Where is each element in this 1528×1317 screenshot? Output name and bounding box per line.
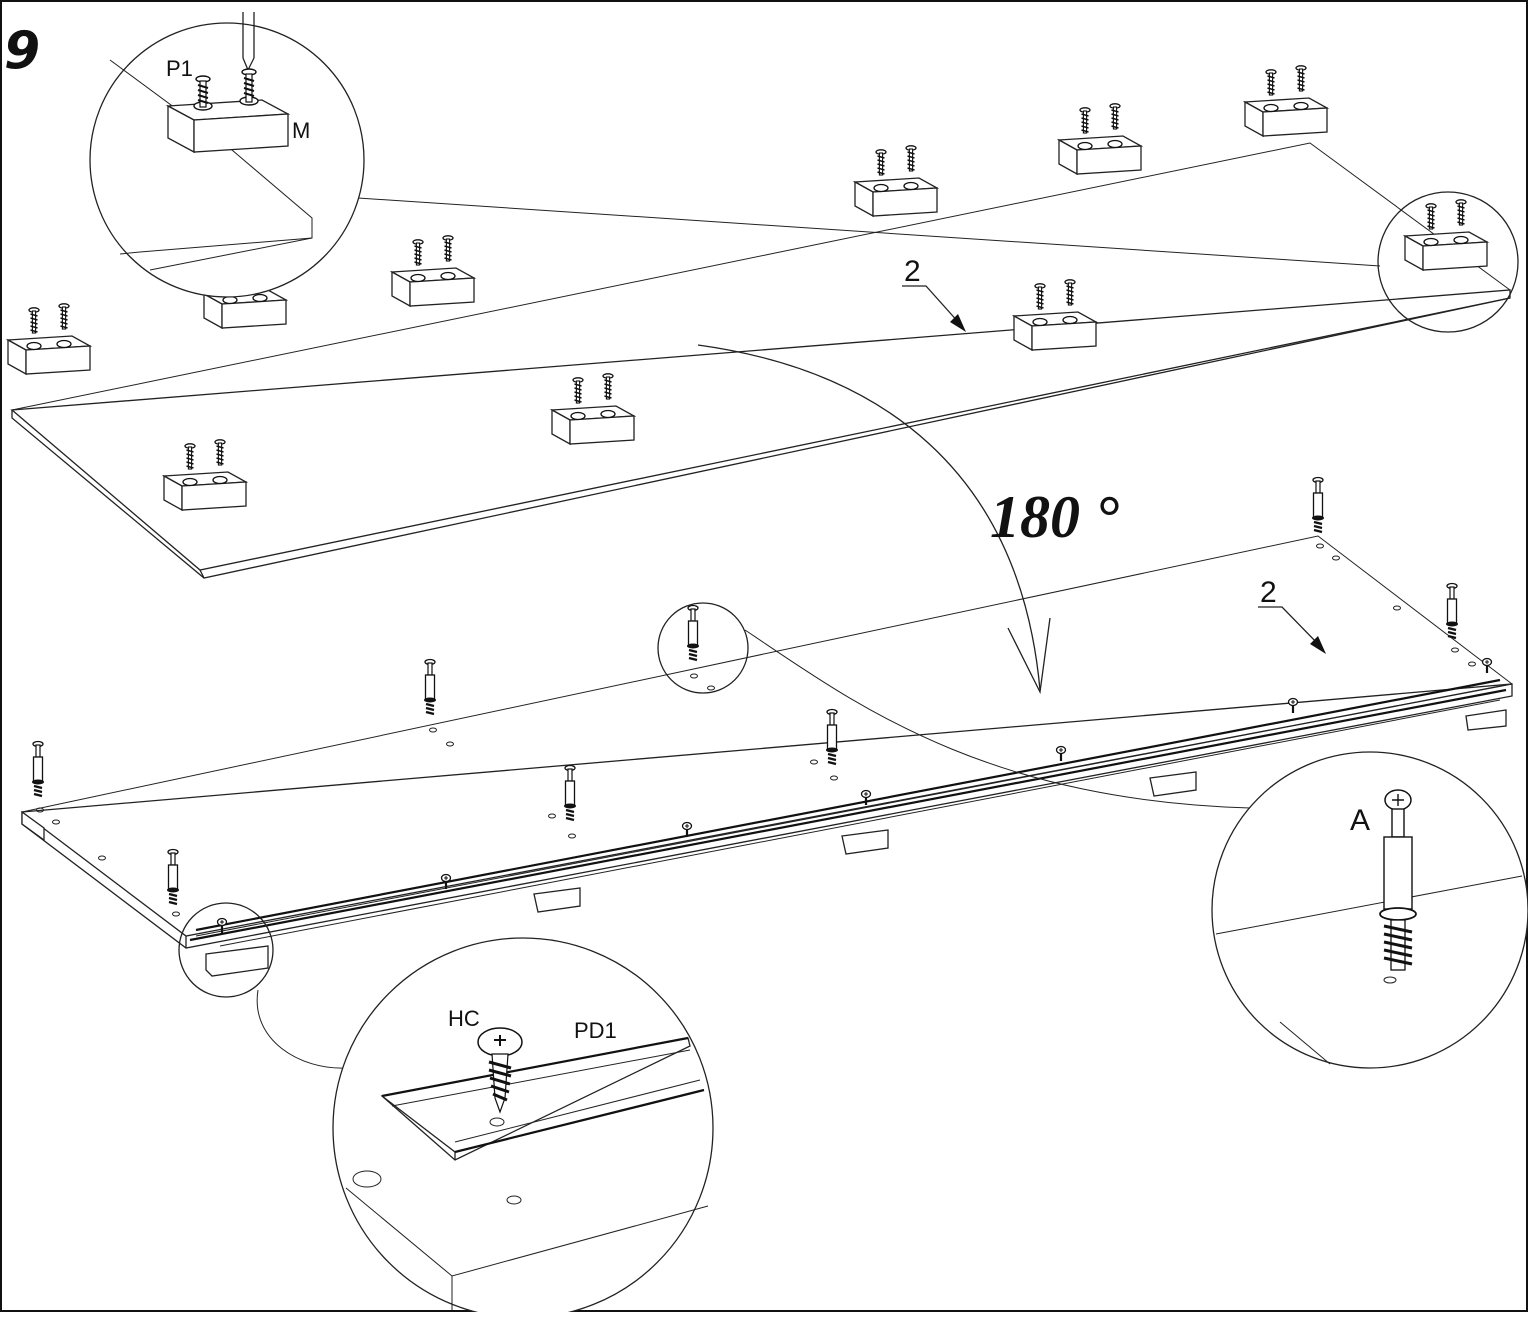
block-icon — [8, 304, 90, 374]
block-icon — [1014, 280, 1096, 350]
rotation-label: 180 ° — [990, 484, 1119, 550]
leader-to-detail-hc — [256, 989, 347, 1069]
cam-bolt-icon — [30, 740, 46, 798]
lower-panel — [21, 535, 1513, 977]
detail-leader-line — [357, 197, 1381, 267]
block-icon — [392, 236, 474, 306]
rotation-arrow: 180 ° — [697, 344, 1119, 695]
label-hc: HC — [448, 1006, 480, 1031]
cam-bolt-icon — [1379, 789, 1417, 984]
screw-icon — [195, 75, 211, 108]
leader-to-detail-a — [744, 629, 1251, 809]
cam-bolt-icon — [1444, 582, 1460, 640]
magnifier-circle-profile — [178, 902, 274, 998]
magnifier-circle-cam — [657, 602, 749, 694]
block-icon — [1405, 200, 1487, 270]
block-icon — [1245, 66, 1327, 136]
lower-panel-number: 2 — [1260, 576, 1277, 609]
label-p1: P1 — [166, 56, 193, 81]
label-m: M — [292, 118, 310, 143]
detail-circle-top-left: P1 M — [89, 12, 365, 298]
lower-panel-holes — [36, 543, 1476, 917]
upper-panel-reference: 2 — [902, 255, 966, 332]
block-icon — [1059, 104, 1141, 174]
magnifier-circle-upper-right — [1377, 191, 1519, 333]
screw-icon — [477, 1027, 523, 1114]
detail-circle-bottom: HC PD1 — [332, 937, 714, 1317]
detail-circle-right: A — [1211, 751, 1528, 1069]
cam-bolt-icon — [1310, 476, 1326, 534]
lower-panel-reference: 2 — [1258, 576, 1326, 654]
label-pd1: PD1 — [574, 1018, 617, 1043]
block-icon — [855, 146, 937, 216]
cam-bolt-icon — [685, 604, 701, 662]
step-number: 9 — [4, 21, 40, 81]
cam-bolt-icon — [422, 658, 438, 716]
screwdriver-icon — [241, 12, 257, 103]
screw-icon — [1481, 657, 1493, 675]
label-a: A — [1350, 804, 1370, 837]
upper-panel-number: 2 — [904, 255, 921, 288]
